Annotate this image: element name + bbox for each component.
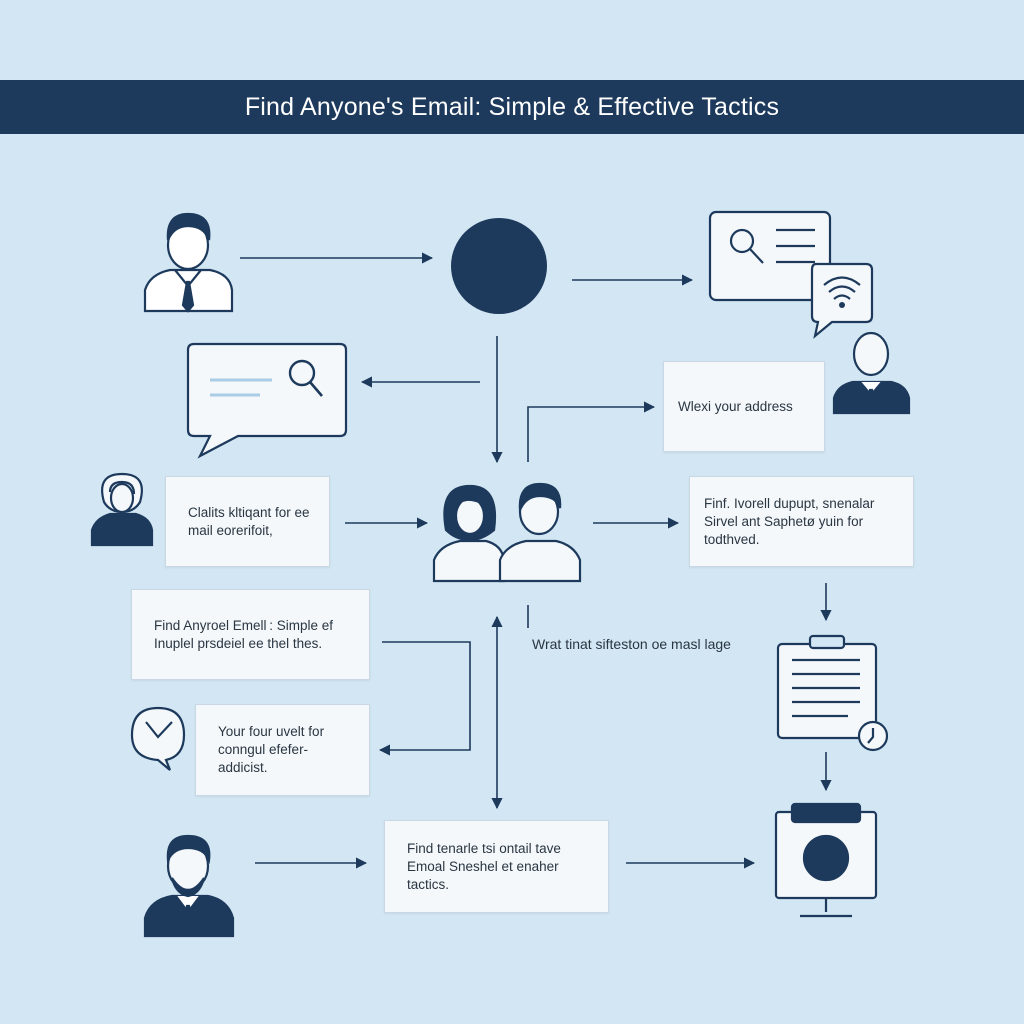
anyone-node-text: Find Anyroel Emell : Simple ef Inuplel p… — [154, 617, 334, 651]
address-node: Wlexi your address — [663, 361, 825, 452]
clipboard-icon — [776, 634, 878, 740]
title-banner: Find Anyone's Email: Simple & Effective … — [0, 80, 1024, 134]
woman-icon — [90, 472, 154, 547]
tactics-node-text: Find tenarle tsi ontail tave Emoal Snesh… — [407, 840, 561, 892]
search-chat-icon — [708, 210, 832, 302]
monitor-icon — [774, 802, 878, 918]
page-title: Find Anyone's Email: Simple & Effective … — [244, 93, 780, 121]
clock-icon — [857, 720, 889, 752]
clock-bubble-icon — [130, 706, 186, 771]
wifi-bubble-icon — [810, 262, 874, 339]
bearded-man-icon — [143, 834, 235, 938]
client-node-text: Clalits kltiqant for ee mail eorerifoit, — [188, 504, 310, 538]
tactics-node: Find tenarle tsi ontail tave Emoal Snesh… — [384, 820, 609, 913]
anyone-node: Find Anyroel Emell : Simple ef Inuplel p… — [131, 589, 370, 680]
find-node: Finf. Ivorell dupupt, snenalar Sirvel an… — [689, 476, 914, 567]
client-node: Clalits kltiqant for ee mail eorerifoit, — [165, 476, 330, 567]
center-caption: Wrat tinat sifteston oe masl lage — [532, 636, 731, 652]
arrow-pair-to-address — [527, 401, 656, 462]
find-node-text: Finf. Ivorell dupupt, snenalar Sirvel an… — [704, 495, 875, 547]
four-node: Your four uvelt for conngul efefer-addic… — [195, 704, 370, 796]
manager-icon — [832, 331, 911, 415]
businessman-icon — [143, 212, 234, 313]
couple-icon — [432, 482, 582, 583]
search-bubble-icon — [186, 342, 348, 459]
four-node-text: Your four uvelt for conngul efefer-addic… — [218, 724, 325, 775]
central-circle-node — [451, 218, 547, 314]
arrow-anyone-to-four — [378, 641, 471, 756]
address-node-text: Wlexi your address — [678, 398, 793, 414]
